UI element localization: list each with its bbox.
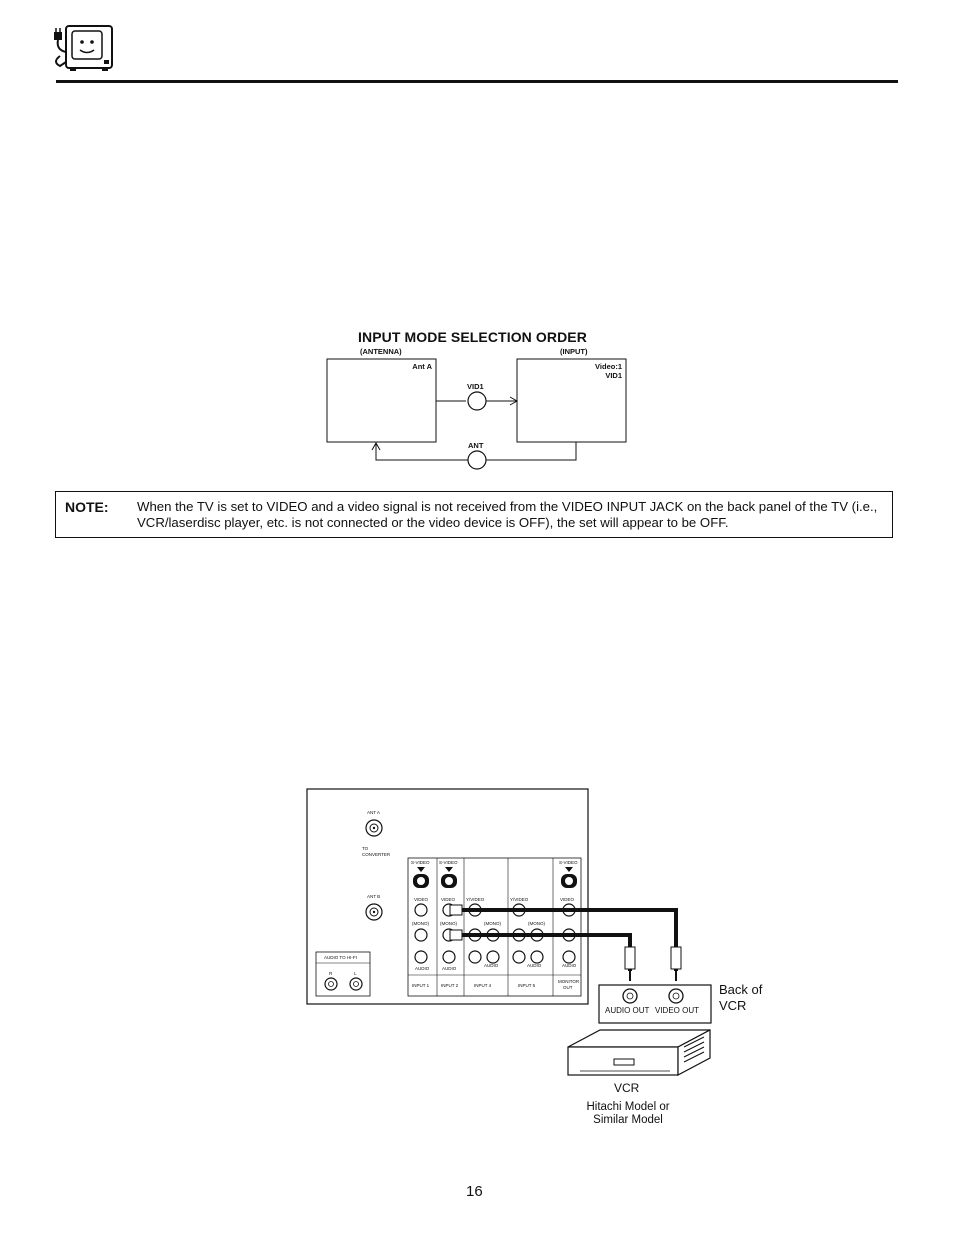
svg-text:Y/VIDEO: Y/VIDEO	[510, 897, 529, 902]
svg-text:AUDIO: AUDIO	[415, 966, 430, 971]
svg-text:INPUT 4: INPUT 4	[474, 983, 492, 988]
svg-text:INPUT 2: INPUT 2	[441, 983, 459, 988]
cables	[449, 904, 682, 981]
diagram-title: INPUT MODE SELECTION ORDER	[358, 329, 587, 345]
video-out-label: VIDEO OUT	[655, 1006, 700, 1015]
svg-text:VIDEO: VIDEO	[441, 897, 456, 902]
svg-text:AUDIO: AUDIO	[562, 963, 577, 968]
antenna-header: (ANTENNA)	[360, 347, 402, 356]
vcr-icon	[567, 1029, 711, 1076]
svg-text:VIDEO: VIDEO	[414, 897, 429, 902]
header-rule	[56, 80, 898, 83]
converter-label: CONVERTER	[362, 852, 391, 857]
model-caption: Hitachi Model or Similar Model	[586, 1101, 670, 1126]
ant-a-label: Ant A	[412, 362, 432, 371]
note-text: When the TV is set to VIDEO and a video …	[137, 499, 878, 530]
svg-text:Y/VIDEO: Y/VIDEO	[466, 897, 485, 902]
svg-text:MONITOR: MONITOR	[558, 979, 580, 984]
antenna-jacks: ANT A TO CONVERTER ANT B	[362, 810, 391, 921]
note-box: NOTE: When the TV is set to VIDEO and a …	[55, 491, 893, 538]
svg-text:R: R	[329, 971, 333, 976]
vid1-node-label: VID1	[467, 382, 484, 391]
input-header: (INPUT)	[560, 347, 588, 356]
note-label: NOTE:	[65, 499, 109, 515]
svg-text:S-VIDEO: S-VIDEO	[559, 860, 578, 865]
ant-b-jack-label: ANT B	[367, 894, 380, 899]
ant-a-jack-label: ANT A	[367, 810, 380, 815]
connection-illustration: ANT A TO CONVERTER ANT B AUDIO TO HI-FI …	[306, 788, 712, 1076]
mode-cycle-diagram	[326, 358, 627, 470]
vid1-box-label: VID1	[605, 371, 622, 380]
vcr-caption: VCR	[614, 1081, 640, 1095]
svg-text:AUDIO: AUDIO	[484, 963, 499, 968]
back-of-vcr-label: Back of VCR	[719, 982, 763, 1013]
svg-text:(MONO): (MONO)	[412, 921, 429, 926]
svg-text:L: L	[354, 971, 357, 976]
audio-out-label: AUDIO OUT	[605, 1006, 650, 1015]
svg-text:AUDIO: AUDIO	[442, 966, 457, 971]
svg-text:S-VIDEO: S-VIDEO	[439, 860, 458, 865]
svg-text:OUT: OUT	[563, 985, 573, 990]
svg-text:(MONO): (MONO)	[440, 921, 457, 926]
page-number: 16	[466, 1183, 483, 1200]
tv-mascot-icon	[54, 25, 113, 71]
svg-text:(MONO): (MONO)	[484, 921, 501, 926]
svg-text:INPUT 1: INPUT 1	[412, 983, 430, 988]
video1-label: Video:1	[595, 362, 622, 371]
ant-node-label: ANT	[468, 441, 484, 450]
svg-text:VIDEO: VIDEO	[560, 897, 575, 902]
svg-text:S-VIDEO: S-VIDEO	[411, 860, 430, 865]
svg-text:(MONO): (MONO)	[528, 921, 545, 926]
svg-text:AUDIO: AUDIO	[527, 963, 542, 968]
svg-text:INPUT 5: INPUT 5	[518, 983, 536, 988]
hifi-label: AUDIO TO HI-FI	[324, 955, 357, 960]
to-label: TO	[362, 846, 369, 851]
